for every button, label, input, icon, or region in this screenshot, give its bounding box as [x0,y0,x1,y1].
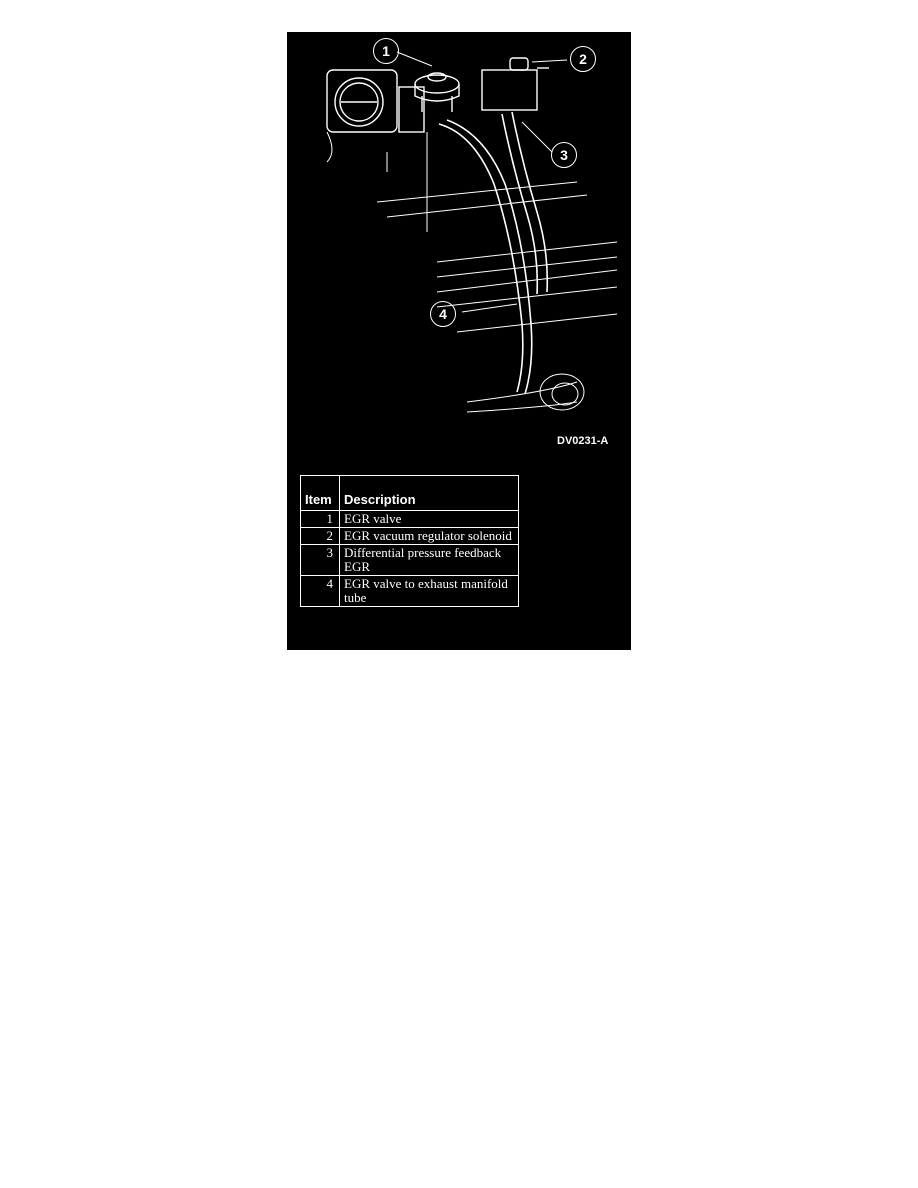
table-row: 3 Differential pressure feedback EGR [300,544,519,576]
table-header-row: Item Description [300,475,519,511]
item-description: EGR valve [339,510,519,528]
table-row: 2 EGR vacuum regulator solenoid [300,527,519,545]
callout-2: 2 [570,46,596,72]
item-description: Differential pressure feedback EGR [339,544,519,576]
item-number: 3 [300,544,340,576]
egr-tube-drawing [438,111,549,395]
item-description: EGR valve to exhaust manifold tube [339,575,519,607]
engine-block-drawing [326,131,618,413]
item-number: 4 [300,575,340,607]
figure-id-label: DV0231-A [557,435,609,447]
item-number: 1 [300,510,340,528]
item-number: 2 [300,527,340,545]
egr-solenoid-drawing [481,57,549,111]
engine-egr-diagram [326,51,618,413]
callout-1: 1 [373,38,399,64]
callout-4: 4 [430,301,456,327]
callout-3: 3 [551,142,577,168]
figure-panel: 1 2 3 4 DV0231-A Item Description 1 EGR … [287,32,631,650]
table-row: 1 EGR valve [300,510,519,528]
header-item: Item [300,475,340,511]
item-description: EGR vacuum regulator solenoid [339,527,519,545]
egr-valve-drawing [414,72,460,112]
header-description: Description [339,475,519,511]
table-row: 4 EGR valve to exhaust manifold tube [300,575,519,607]
callout-leaders [396,51,568,313]
legend-table: Item Description 1 EGR valve 2 EGR vacuu… [300,475,519,607]
throttle-body-drawing [326,69,425,133]
